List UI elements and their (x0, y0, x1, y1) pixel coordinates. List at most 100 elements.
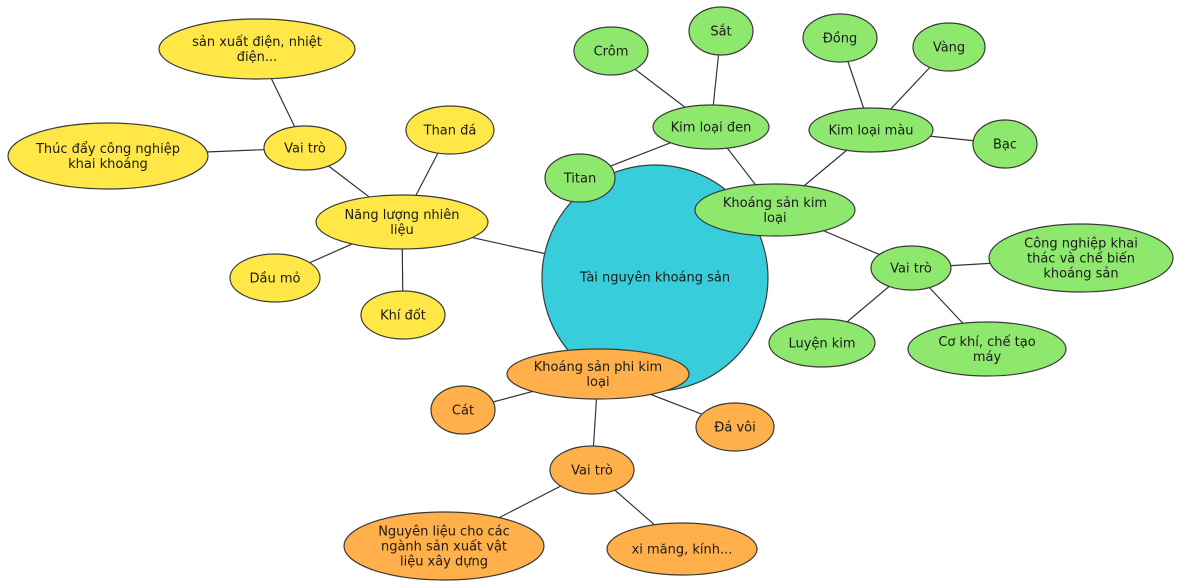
node-than-da-shape (405, 105, 495, 155)
node-da-voi[interactable]: Đá vôi (695, 402, 775, 452)
node-cong-nghiep-khai-thac-line-0: Công nghiệp khai (1024, 237, 1138, 252)
node-vai-tro-phi-kim-line-0: Vai trò (571, 464, 613, 479)
node-bac[interactable]: Bạc (972, 119, 1038, 169)
node-luyen-kim[interactable]: Luyện kim (768, 318, 876, 368)
center-label: Tài nguyên khoáng sản (579, 271, 730, 286)
node-khi-dot-label: Khí đốt (380, 309, 426, 324)
node-xi-mang-label: xi măng, kính... (632, 543, 733, 558)
node-kim-loai-mau-shape (808, 107, 934, 153)
node-kim-loai-den-label: Kim loại đen (671, 121, 752, 136)
node-khoang-san-phi-kim-loai-line-0: Khoáng sản phi kim (534, 360, 662, 375)
node-cong-nghiep-khai-thac-shape (988, 223, 1174, 293)
node-co-khi-shape (907, 321, 1067, 377)
node-khoang-san-phi-kim-loai-line-1: loại (586, 375, 609, 390)
node-bac-line-0: Bạc (993, 138, 1017, 153)
node-titan-shape (544, 153, 616, 203)
node-nguyen-lieu-line-1: ngành sản xuất vật (381, 540, 507, 555)
node-da-voi-shape (695, 402, 775, 452)
node-khoang-san-kim-loai-line-1: loại (763, 211, 786, 226)
node-nang-luong-nhien-lieu-shape (315, 194, 489, 250)
node-vai-tro-nang-luong-shape (263, 125, 347, 171)
node-khoang-san-kim-loai-line-0: Khoáng sản kim (723, 196, 827, 211)
node-vai-tro-phi-kim-shape (549, 445, 635, 495)
node-sat-shape (688, 6, 754, 56)
node-luyen-kim-shape (768, 318, 876, 368)
node-kim-loai-den-shape (652, 104, 770, 150)
node-khoang-san-phi-kim-loai-shape (506, 348, 690, 400)
node-luyen-kim-label: Luyện kim (788, 337, 855, 352)
node-vai-tro-phi-kim-label: Vai trò (571, 464, 613, 479)
node-titan-label: Titan (563, 172, 596, 187)
node-than-da-label: Than đá (423, 124, 477, 139)
node-vai-tro-phi-kim[interactable]: Vai trò (549, 445, 635, 495)
node-crom-line-0: Crôm (594, 45, 629, 60)
node-dau-mo[interactable]: Dầu mỏ (229, 253, 321, 303)
node-kim-loai-mau-line-0: Kim loại màu (828, 124, 913, 139)
node-thuc-day-shape (7, 122, 209, 190)
node-co-khi-line-0: Cơ khí, chế tạo (938, 335, 1035, 350)
node-cat[interactable]: Cát (430, 385, 496, 435)
node-cat-shape (430, 385, 496, 435)
node-vang-shape (912, 22, 986, 72)
node-dau-mo-label: Dầu mỏ (250, 272, 301, 287)
node-nguyen-lieu-line-0: Nguyên liệu cho các (378, 525, 510, 540)
node-crom-shape (573, 26, 649, 76)
node-khoang-san-kim-loai-shape (694, 183, 856, 237)
node-xi-mang[interactable]: xi măng, kính... (606, 522, 758, 576)
node-nang-luong-nhien-lieu-line-0: Năng lượng nhiên (344, 208, 459, 223)
node-san-xuat-dien-shape (158, 18, 356, 80)
node-khi-dot-line-0: Khí đốt (380, 309, 426, 324)
node-khi-dot-shape (360, 290, 446, 340)
node-titan-line-0: Titan (563, 172, 596, 187)
node-nang-luong-nhien-lieu-line-1: liệu (390, 223, 413, 238)
node-vai-tro-kim-loai-shape (870, 245, 952, 291)
node-san-xuat-dien-line-1: điện... (237, 50, 278, 65)
node-vang-line-0: Vàng (933, 41, 965, 56)
node-xi-mang-shape (606, 522, 758, 576)
node-nguyen-lieu-shape (343, 511, 545, 581)
node-xi-mang-line-0: xi măng, kính... (632, 543, 733, 558)
node-crom[interactable]: Crôm (573, 26, 649, 76)
node-sat[interactable]: Sắt (688, 6, 754, 56)
node-crom-label: Crôm (594, 45, 629, 60)
node-titan[interactable]: Titan (544, 153, 616, 203)
node-dong[interactable]: Đồng (802, 13, 878, 63)
node-kim-loai-mau-label: Kim loại màu (828, 124, 913, 139)
node-than-da[interactable]: Than đá (405, 105, 495, 155)
node-khi-dot[interactable]: Khí đốt (360, 290, 446, 340)
node-sat-label: Sắt (710, 25, 731, 40)
node-kim-loai-mau[interactable]: Kim loại màu (808, 107, 934, 153)
node-thuc-day-line-1: khai khoáng (68, 157, 148, 172)
node-cong-nghiep-khai-thac-line-1: thác và chế biến (1027, 252, 1135, 267)
node-bac-label: Bạc (993, 138, 1017, 153)
node-vang-label: Vàng (933, 41, 965, 56)
node-cat-label: Cát (452, 404, 474, 419)
node-cat-line-0: Cát (452, 404, 474, 419)
node-vai-tro-nang-luong[interactable]: Vai trò (263, 125, 347, 171)
node-da-voi-line-0: Đá vôi (714, 421, 755, 436)
node-san-xuat-dien-line-0: sản xuất điện, nhiệt (192, 35, 322, 50)
node-dau-mo-line-0: Dầu mỏ (250, 272, 301, 287)
node-vang[interactable]: Vàng (912, 22, 986, 72)
node-cong-nghiep-khai-thac-line-2: khoáng sản (1043, 267, 1118, 282)
node-kim-loai-den[interactable]: Kim loại đen (652, 104, 770, 150)
node-bac-shape (972, 119, 1038, 169)
node-nguyen-lieu-line-2: liệu xây dựng (400, 555, 488, 570)
node-da-voi-label: Đá vôi (714, 421, 755, 436)
node-vai-tro-kim-loai[interactable]: Vai trò (870, 245, 952, 291)
